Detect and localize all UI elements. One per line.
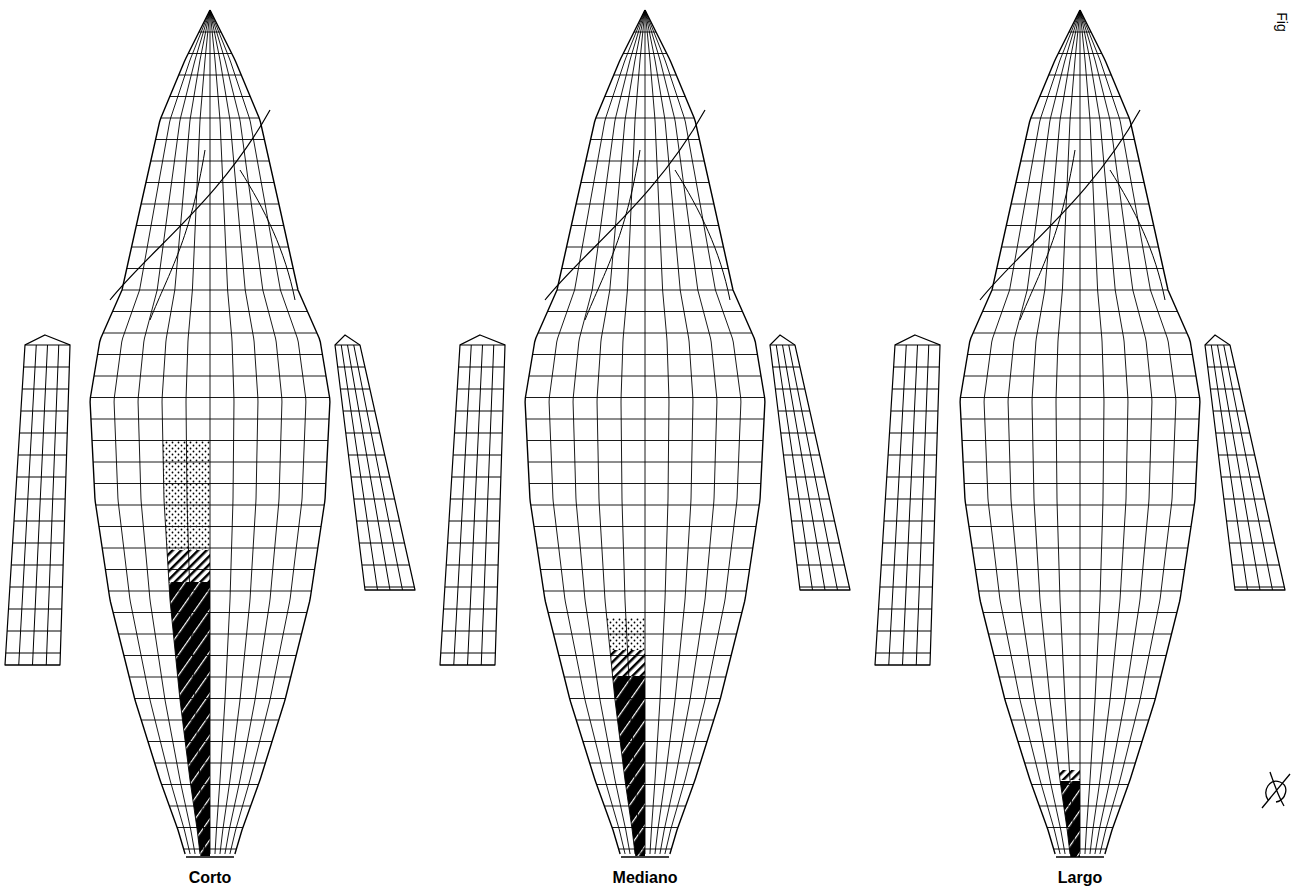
figure-label: Mediano — [613, 869, 678, 887]
figure-label: Corto — [189, 869, 232, 887]
mesh-body — [440, 10, 850, 857]
mesh-body — [5, 10, 415, 857]
figure-number: Fig — [1274, 12, 1290, 31]
signature-mark — [1262, 772, 1290, 808]
figure-label: Largo — [1058, 869, 1102, 887]
mesh-body — [875, 10, 1285, 857]
